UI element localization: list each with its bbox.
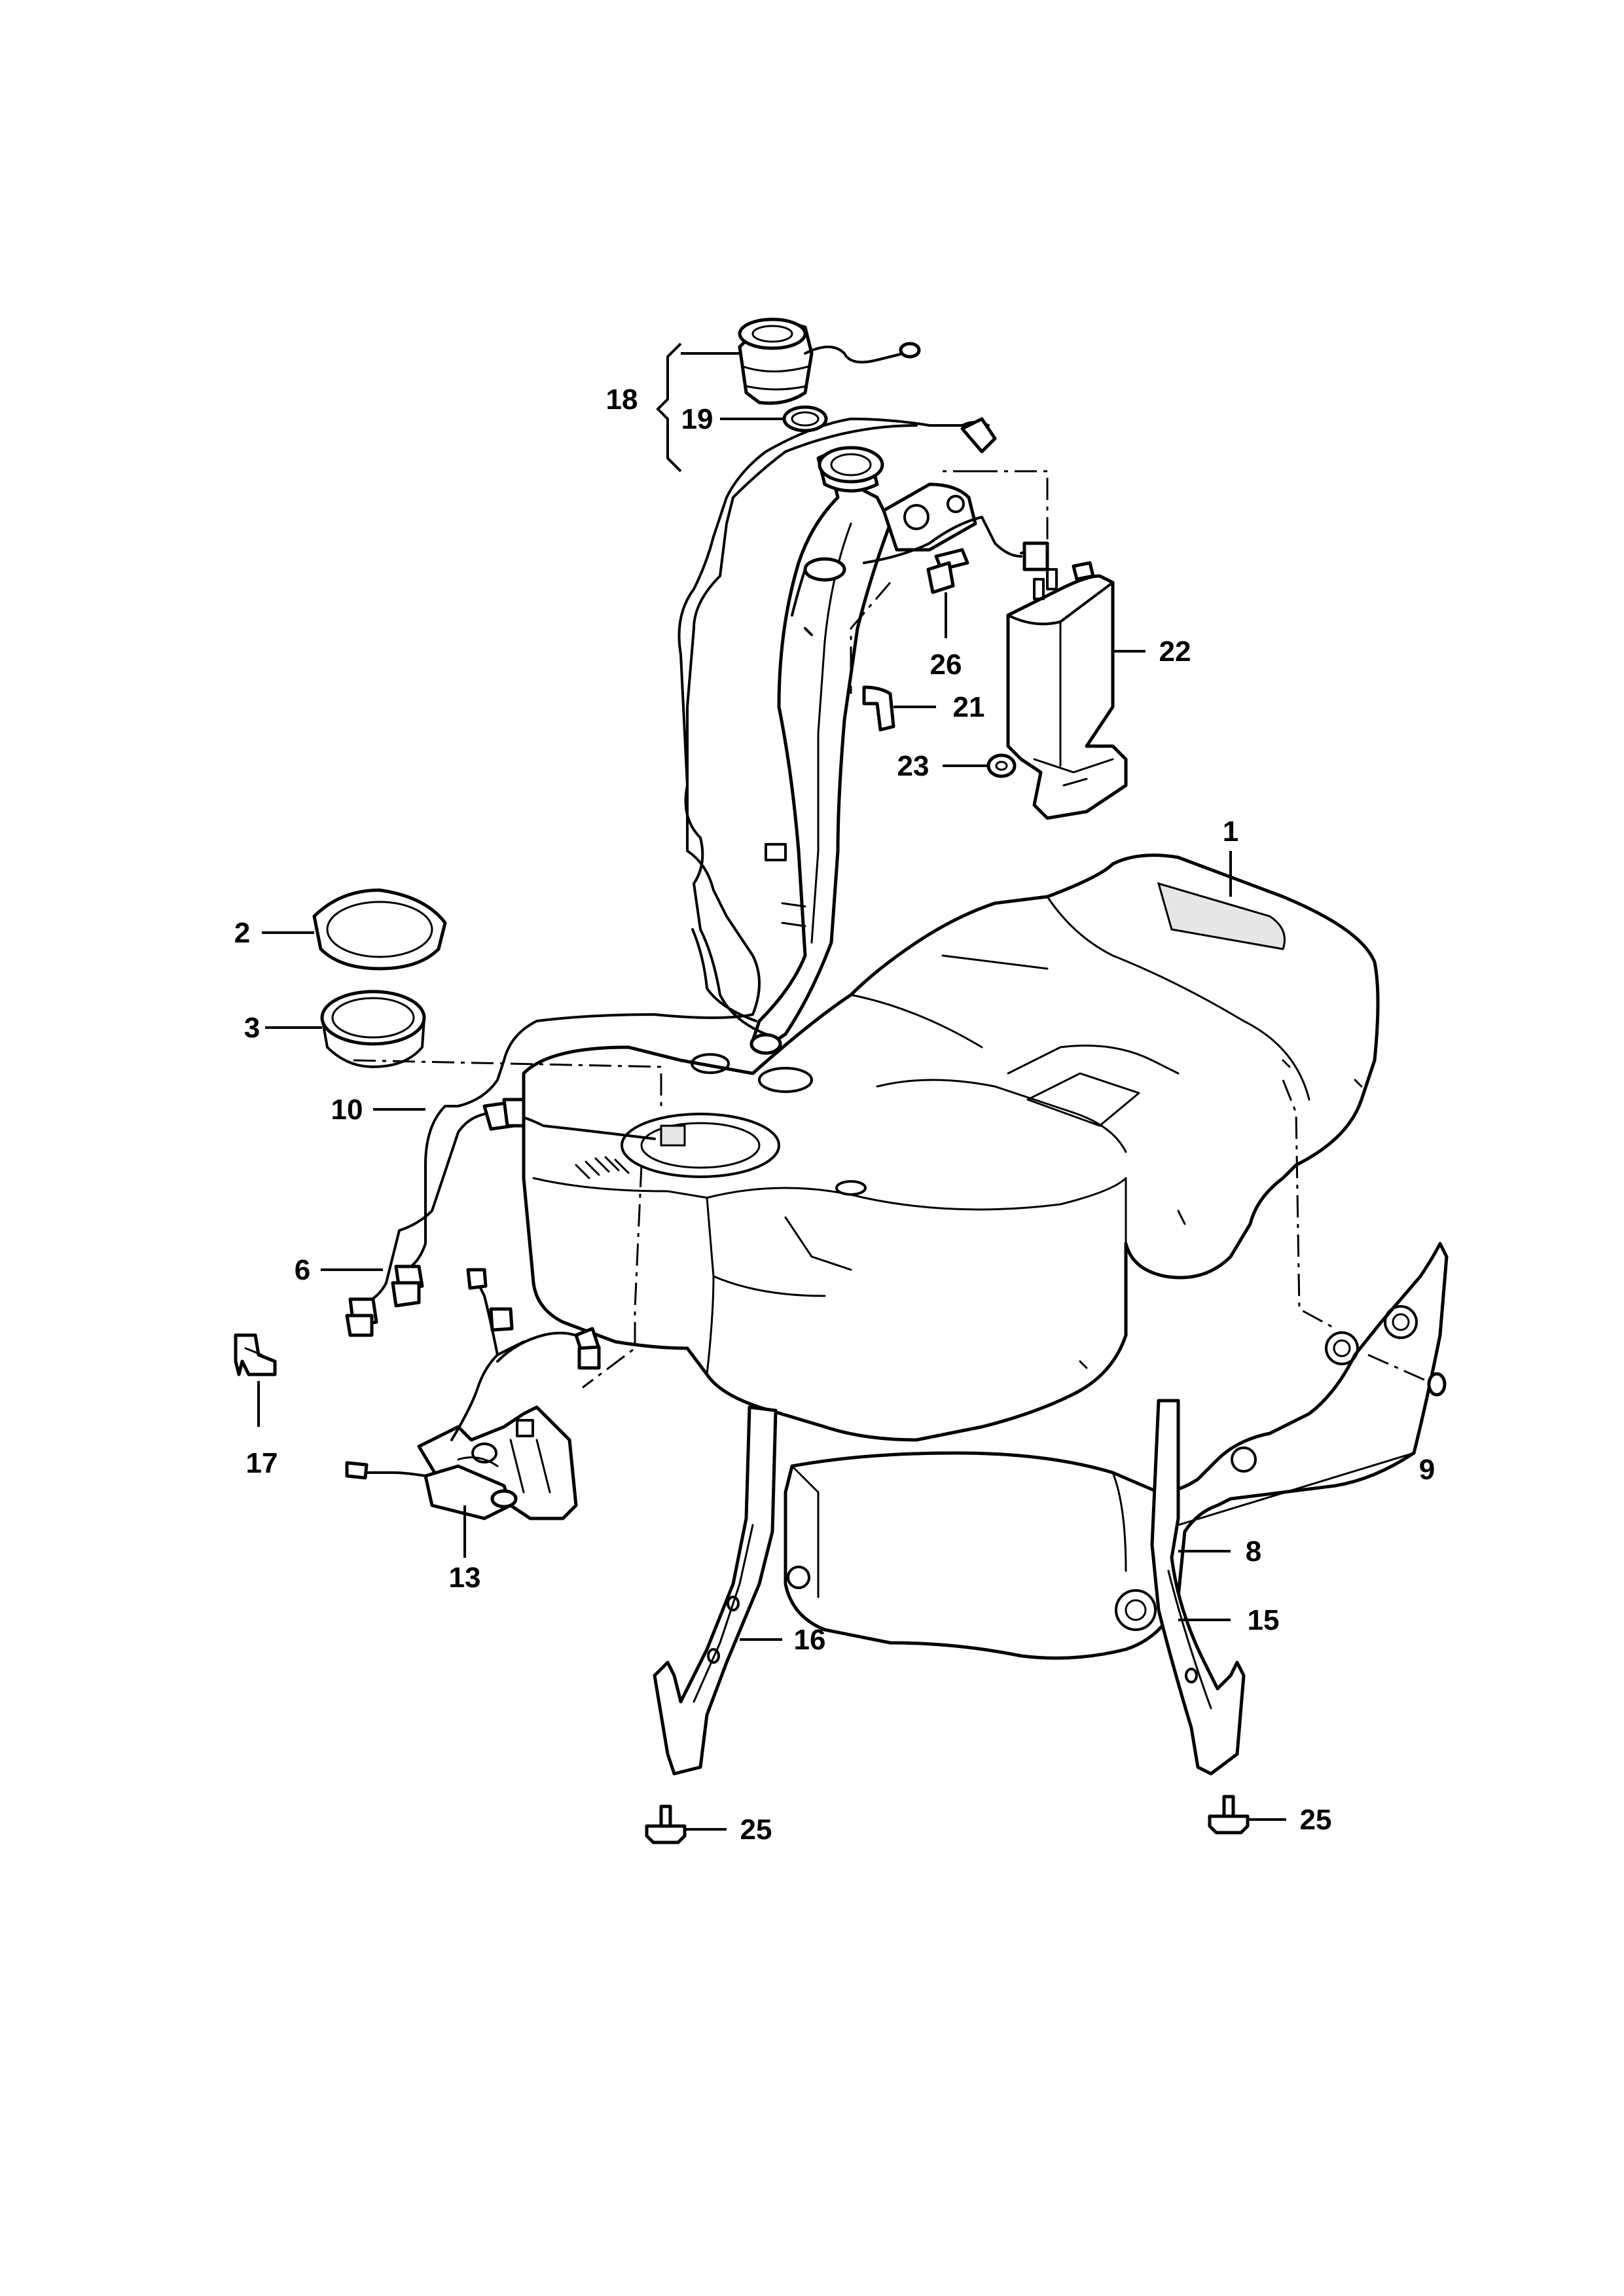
- callout-3: 3: [244, 1012, 322, 1044]
- o-ring-9[interactable]: [1427, 1372, 1447, 1397]
- callout-15: 15: [1178, 1604, 1279, 1636]
- callout-17: 17: [246, 1381, 278, 1479]
- fuel-line-10[interactable]: [391, 424, 918, 1308]
- callout-16: 16: [740, 1624, 825, 1656]
- callout-22: 22: [1113, 636, 1191, 668]
- callout-25a: 25: [685, 1814, 772, 1846]
- callout-label-22: 22: [1159, 636, 1191, 668]
- callout-label-2: 2: [234, 917, 250, 949]
- connection-lines: [353, 470, 1428, 1389]
- callout-label-17: 17: [246, 1447, 278, 1479]
- callout-label-1: 1: [1223, 816, 1238, 848]
- fuel-cap[interactable]: [738, 317, 921, 405]
- callout-label-18: 18: [606, 384, 638, 416]
- tank-strap-15[interactable]: [1150, 1399, 1246, 1776]
- callout-label-15: 15: [1248, 1604, 1280, 1636]
- tank-strap-16[interactable]: [653, 1405, 778, 1776]
- callout-label-25b: 25: [1300, 1804, 1332, 1836]
- carbon-canister[interactable]: [1006, 561, 1128, 820]
- callout-2: 2: [234, 917, 314, 949]
- fuel-tank[interactable]: [522, 853, 1380, 1442]
- callout-19: 19: [681, 403, 785, 435]
- tank-vent-fins: [575, 1156, 630, 1179]
- callout-10: 10: [331, 1094, 425, 1126]
- callout-label-25a: 25: [740, 1814, 772, 1846]
- callout-label-10: 10: [331, 1094, 363, 1126]
- callout-label-23: 23: [897, 750, 929, 782]
- callout-8: 8: [1178, 1535, 1261, 1568]
- bolt-26[interactable]: [926, 548, 969, 594]
- callout-label-16: 16: [794, 1624, 826, 1656]
- callout-23: 23: [897, 750, 988, 782]
- callout-21: 21: [893, 691, 984, 723]
- bolt-25-left[interactable]: [645, 1804, 687, 1844]
- callout-label-3: 3: [244, 1012, 260, 1044]
- clip-17[interactable]: [234, 1333, 277, 1376]
- callout-13: 13: [449, 1505, 481, 1594]
- bracket-18: [656, 342, 682, 473]
- callout-6: 6: [295, 1254, 383, 1286]
- hose-21[interactable]: [862, 685, 895, 732]
- callout-1: 1: [1223, 816, 1238, 897]
- filler-neck-pipe[interactable]: [749, 446, 977, 1055]
- callout-26: 26: [930, 592, 962, 681]
- bolt-25-right[interactable]: [1208, 1795, 1250, 1835]
- callout-9: 9: [1419, 1454, 1435, 1486]
- callout-label-19: 19: [681, 403, 713, 435]
- fuel-line-6[interactable]: [345, 1098, 656, 1337]
- fuel-pump[interactable]: [345, 1268, 601, 1520]
- callout-18: 18: [606, 352, 740, 416]
- seal-ring[interactable]: [320, 990, 426, 1068]
- callout-label-26: 26: [930, 649, 962, 681]
- callout-label-9: 9: [1419, 1454, 1435, 1486]
- callout-label-13: 13: [449, 1562, 481, 1594]
- callout-25b: 25: [1248, 1804, 1331, 1836]
- callout-label-21: 21: [953, 691, 985, 723]
- lock-ring[interactable]: [312, 888, 447, 971]
- nut-23[interactable]: [986, 753, 1017, 778]
- callout-label-8: 8: [1246, 1535, 1261, 1568]
- callout-label-6: 6: [295, 1254, 310, 1286]
- heat-shield[interactable]: [784, 1242, 1449, 1660]
- fuel-cap-seal-ring[interactable]: [782, 405, 828, 433]
